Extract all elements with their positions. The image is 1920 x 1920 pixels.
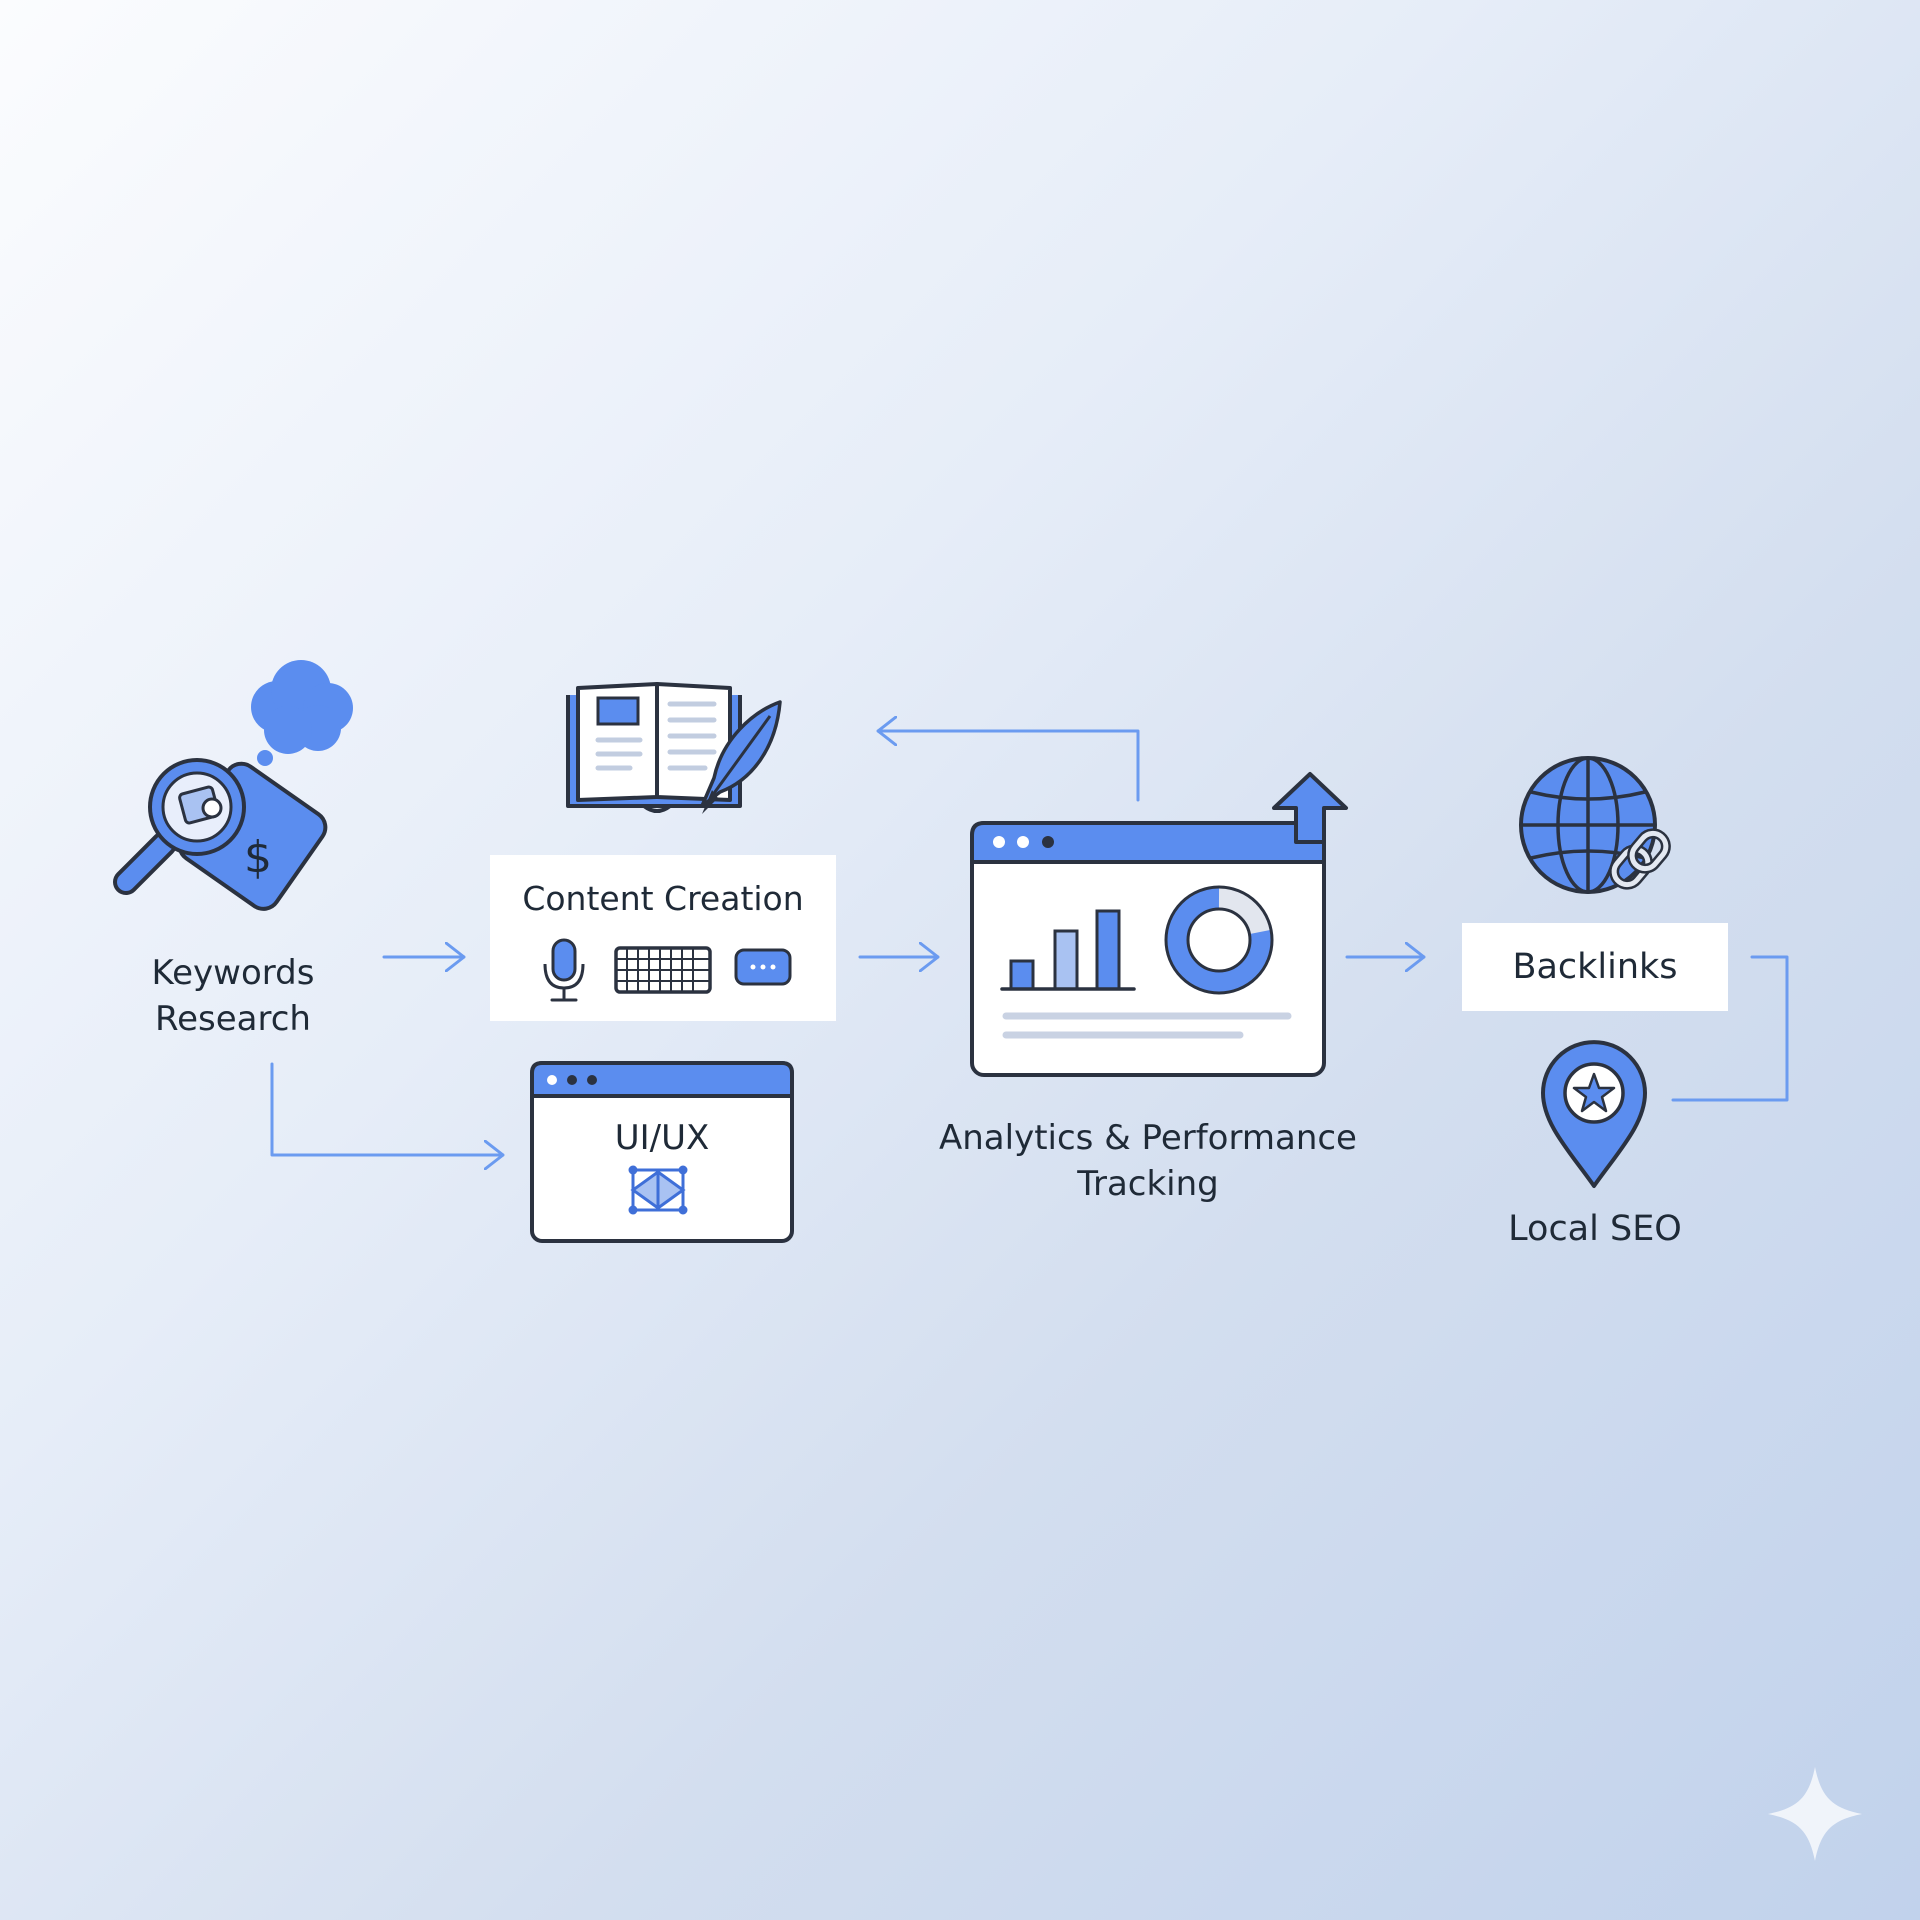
backlinks-label: Backlinks [1512, 947, 1678, 987]
thought-cloud-icon [249, 660, 353, 779]
connector-backlinks-local-seo [1671, 955, 1789, 1102]
up-arrow-icon [1272, 772, 1348, 844]
local-seo-label: Local SEO [1508, 1209, 1682, 1249]
keywords-research-label: Keywords Research [120, 950, 346, 1042]
backlinks-card [1462, 923, 1728, 1011]
arrow-keywords-to-uiux [270, 1062, 505, 1155]
keywords-research-label-line2: Research [155, 999, 311, 1039]
wireframe-icon [628, 1165, 688, 1215]
keyboard-icon [614, 946, 712, 994]
bar-chart-icon [1000, 909, 1136, 991]
ui-ux-label: UI/UX [614, 1118, 710, 1158]
chat-bubble-icon [734, 948, 792, 986]
donut-chart-icon [1164, 885, 1274, 995]
svg-text:$: $ [244, 832, 272, 883]
magnifier-icon [113, 758, 246, 895]
arrow-analytics-to-content-feedback [876, 731, 1140, 802]
content-creation-label: Content Creation [522, 879, 804, 918]
microphone-icon [543, 938, 585, 1002]
analytics-label-line1: Analytics & Performance [939, 1118, 1357, 1158]
analytics-label-line2: Tracking [1077, 1164, 1219, 1204]
analytics-label: Analytics & Performance Tracking [910, 1115, 1386, 1207]
chain-link-icon [1609, 828, 1671, 890]
quill-icon [700, 700, 782, 814]
keywords-research-label-line1: Keywords [151, 953, 315, 993]
